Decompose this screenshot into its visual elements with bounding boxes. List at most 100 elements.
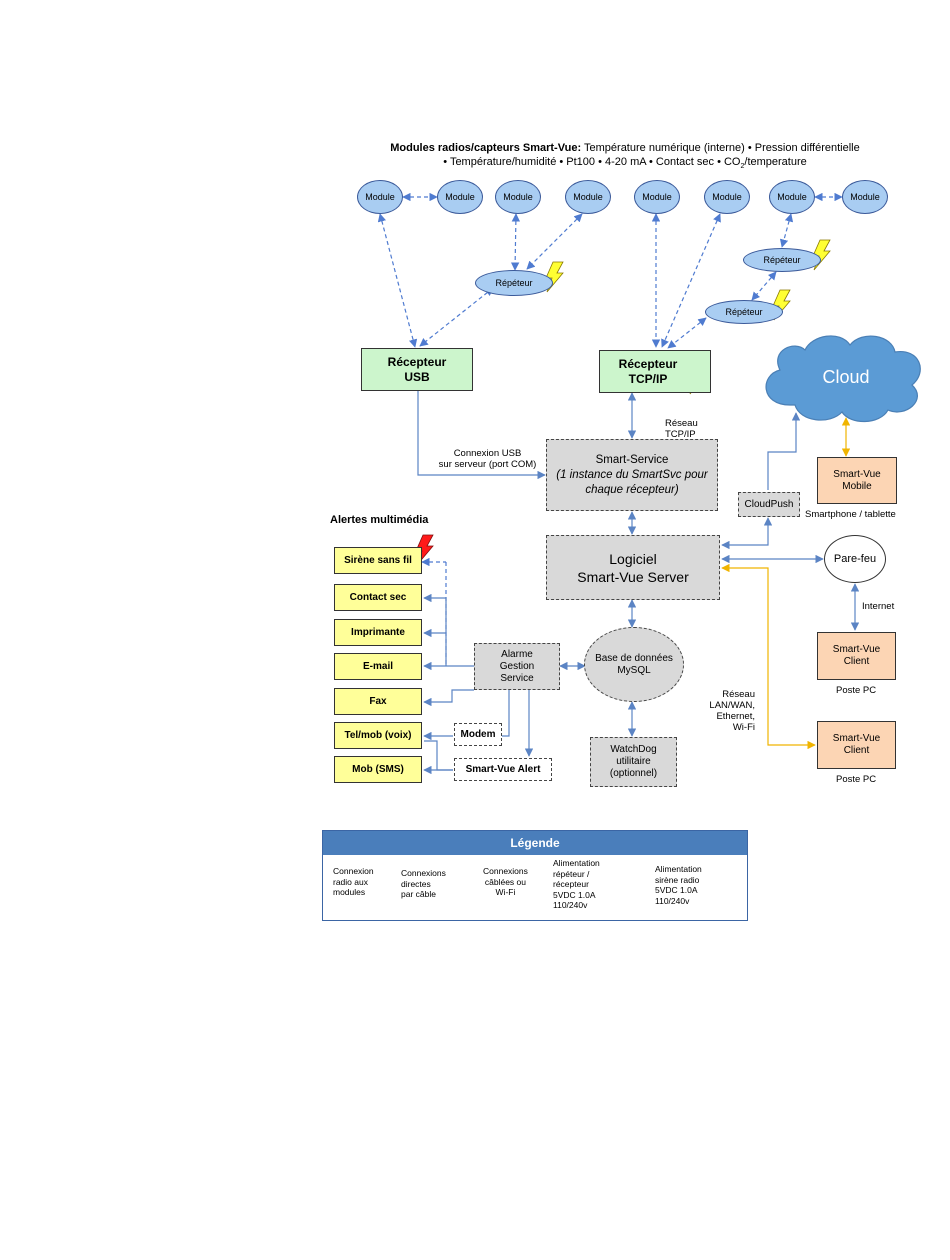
smart-service-line2: (1 instance du SmartSvc pour — [556, 468, 708, 481]
legend-siren-line4: 110/240v — [655, 895, 690, 906]
legend-cable-line2: directes — [401, 878, 431, 889]
receiver-usb-line1: Récepteur — [387, 354, 447, 369]
legend-rep-line3: récepteur — [553, 879, 589, 889]
alarm-line3: Service — [500, 672, 534, 684]
sensors-header-line2: • Température/humidité • Pt100 • 4-20 mA… — [330, 155, 920, 174]
legend-cable-line1: Connexions — [401, 868, 446, 878]
legend-siren-line3: 5VDC 1.0A — [655, 885, 698, 895]
smart-service-box: Smart-Service (1 instance du SmartSvc pou… — [546, 439, 718, 511]
sensors-header-rest: Température numérique (interne) • Pressi… — [581, 142, 860, 154]
repeater-node: Répéteur — [705, 300, 783, 324]
client1-line1: Smart-Vue — [832, 644, 881, 655]
receiver-tcp-line2: TCP/IP — [628, 371, 668, 386]
sensors-header-sub: 2 — [740, 163, 745, 171]
alerts-title: Alertes multimédia — [330, 514, 429, 526]
receiver-usb-line2: USB — [404, 369, 430, 384]
cloud-shape — [765, 335, 921, 423]
sensors-header-line2a: • Température/humidité • Pt100 • 4-20 mA… — [443, 156, 741, 168]
database-line2: MySQL — [617, 664, 651, 676]
watchdog-line3: (optionnel) — [609, 768, 658, 779]
watchdog-line1: WatchDog — [610, 744, 657, 755]
legend-rep-line4: 5VDC 1.0A — [553, 889, 596, 900]
legend-siren-line2: sirène radio — [655, 874, 700, 885]
module-node: Module — [704, 180, 750, 214]
sensors-header-line2b: /temperature — [744, 156, 807, 168]
repeater-node: Répéteur — [475, 270, 553, 296]
module-node: Module — [357, 180, 403, 214]
smart-service-line1: Smart-Service — [595, 453, 669, 466]
legend-radio-line1: Connexion — [333, 866, 374, 876]
internet-label: Internet — [862, 601, 895, 612]
client1-caption: Poste PC — [836, 685, 877, 696]
smart-vue-alert-box: Smart-Vue Alert — [454, 758, 552, 781]
sensors-header-bold: Modules radios/capteurs Smart-Vue: — [390, 142, 582, 154]
legend-wifi-line3: Wi-Fi — [495, 887, 516, 897]
legend-title: Légende — [323, 831, 747, 855]
server-line2: Smart-Vue Server — [577, 568, 689, 585]
module-node: Module — [842, 180, 888, 214]
legend-wifi-line2: câblées ou — [484, 876, 526, 887]
network-tcp-line1: Réseau — [665, 418, 698, 429]
legend-siren-line1: Alimentation — [655, 864, 702, 874]
lan-line1: Réseau — [722, 689, 755, 700]
legend-cable-line3: par câble — [401, 889, 436, 899]
alert-siren: Sirène sans fil — [334, 547, 422, 574]
cable-connections — [417, 391, 860, 775]
modem-box: Modem — [454, 723, 502, 746]
legend-wifi-line1: Connexions — [483, 866, 528, 876]
module-node: Module — [769, 180, 815, 214]
database-line1: Base de données — [595, 652, 673, 664]
mobile-line2: Mobile — [842, 480, 872, 492]
legend-rep-line1: Alimentation — [553, 858, 600, 868]
lan-line3: Ethernet, — [716, 711, 755, 722]
receiver-tcp-line1: Récepteur — [618, 356, 678, 371]
client2-caption: Poste PC — [836, 774, 877, 785]
lan-line4: Wi-Fi — [732, 722, 755, 733]
client1-line2: Client — [843, 656, 870, 667]
module-node: Module — [437, 180, 483, 214]
legend-rep-line2: répéteur / — [553, 868, 590, 879]
alert-contact: Contact sec — [334, 584, 422, 611]
alert-fax: Fax — [334, 688, 422, 715]
module-node: Module — [565, 180, 611, 214]
lan-line2: LAN/WAN, — [709, 700, 755, 711]
legend-radio-line3: modules — [333, 887, 366, 897]
firewall-node: Pare-feu — [824, 535, 886, 583]
legend-radio-line2: radio aux — [333, 876, 368, 887]
mobile-line1: Smart-Vue — [833, 468, 881, 480]
smart-service-line3: chaque récepteur) — [585, 483, 679, 496]
cloud-label: Cloud — [822, 366, 870, 387]
alarm-line2: Gestion — [499, 660, 535, 672]
legend-rep-line5: 110/240v — [553, 900, 588, 910]
alert-voice: Tel/mob (voix) — [334, 722, 422, 749]
client2-line1: Smart-Vue — [832, 733, 881, 744]
usb-connection-line2: sur serveur (port COM) — [438, 459, 537, 470]
alert-sms: Mob (SMS) — [334, 756, 422, 783]
watchdog-line2: utilitaire — [616, 756, 651, 767]
radio-connections — [377, 192, 843, 666]
client2-line2: Client — [843, 745, 870, 756]
alert-printer: Imprimante — [334, 619, 422, 646]
sensors-header-line1: Modules radios/capteurs Smart-Vue: Tempé… — [330, 141, 920, 156]
module-node: Module — [634, 180, 680, 214]
network-tcp-line2: TCP/IP — [665, 429, 696, 440]
server-line1: Logiciel — [609, 550, 657, 567]
